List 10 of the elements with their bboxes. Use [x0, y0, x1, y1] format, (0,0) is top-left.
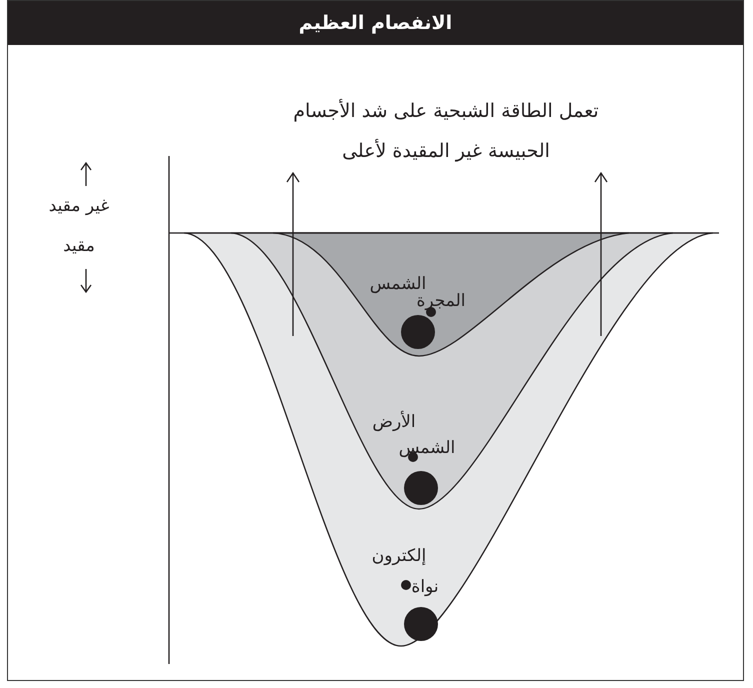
body-label: الشمس — [370, 274, 426, 294]
body-label: نواة — [411, 577, 439, 597]
body-label: إلكترون — [372, 546, 426, 566]
body-label: الأرض — [372, 412, 416, 432]
body-label: الشمس — [398, 438, 456, 458]
note-text: تعمل الطاقة الشبحية على شد الأجسام الحبيسة غير المقيدة لأعلى — [292, 98, 600, 164]
body-label: المجرة — [416, 291, 466, 311]
axis-label: غير مقيد — [48, 196, 110, 216]
title-banner: الانفصام العظيم — [8, 1, 743, 45]
axis-label: مقيد — [63, 236, 95, 256]
